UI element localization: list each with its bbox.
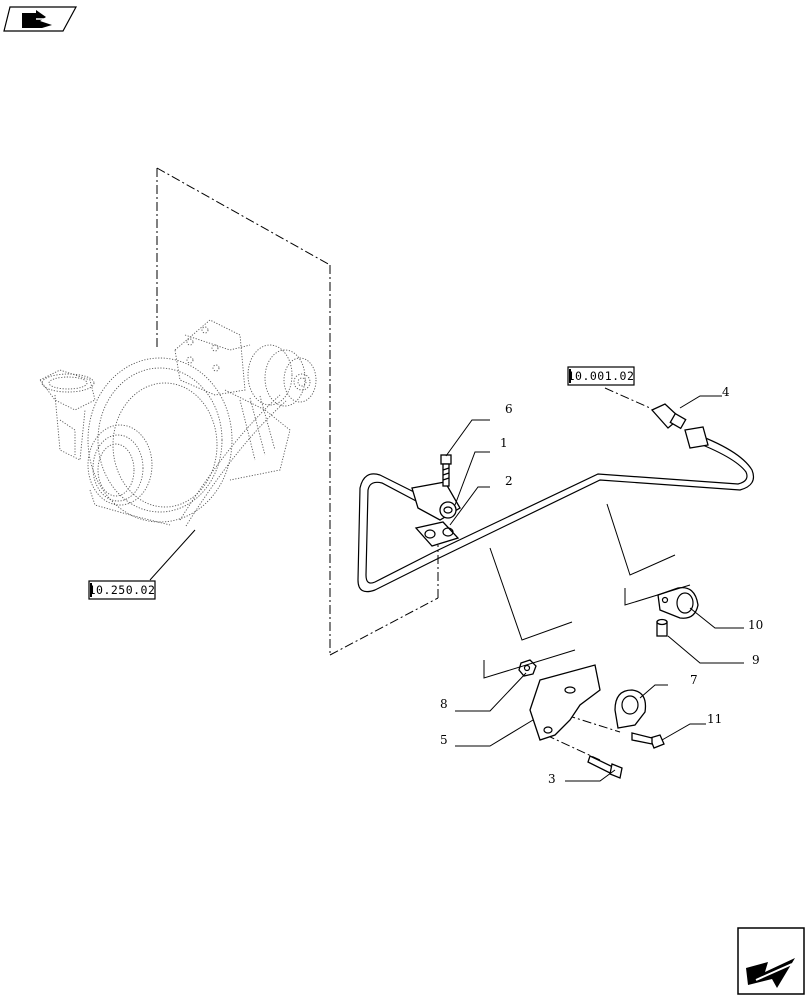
pipe-clip-lower bbox=[614, 689, 647, 729]
spacer-sleeve bbox=[656, 618, 668, 637]
callout-4: 4 bbox=[722, 385, 730, 399]
callout-9: 9 bbox=[752, 653, 760, 667]
next-page-arrow-icon[interactable] bbox=[737, 927, 805, 995]
callout-6: 6 bbox=[505, 402, 513, 416]
reference-label: 10.250.02 bbox=[89, 583, 156, 597]
callout-8: 8 bbox=[440, 697, 448, 711]
oil-feed-pipe bbox=[357, 426, 755, 593]
bracket-screw bbox=[587, 755, 623, 779]
book-arrow-icon[interactable] bbox=[3, 6, 78, 32]
callout-2: 2 bbox=[505, 474, 513, 488]
pipe-flange bbox=[411, 481, 461, 521]
reference-box-pipe[interactable]: 10.001.02 bbox=[567, 366, 635, 386]
callout-3: 3 bbox=[548, 772, 556, 786]
reference-box-turbo[interactable]: 10.250.02 bbox=[88, 580, 156, 600]
hex-nut bbox=[518, 659, 537, 677]
callout-10: 10 bbox=[748, 618, 763, 632]
flange-bolt bbox=[440, 454, 452, 487]
pipe-fitting bbox=[650, 403, 687, 430]
callout-1: 1 bbox=[500, 436, 508, 450]
callout-11: 11 bbox=[707, 712, 722, 726]
clip-screw bbox=[631, 732, 665, 749]
leader-lines bbox=[149, 395, 744, 782]
callout-5: 5 bbox=[440, 733, 448, 747]
support-bracket bbox=[529, 664, 601, 741]
callout-7: 7 bbox=[690, 673, 698, 687]
boundary-lines bbox=[156, 167, 651, 761]
reference-label: 10.001.02 bbox=[568, 369, 635, 383]
turbocharger-assembly bbox=[39, 319, 317, 527]
flange-gasket bbox=[414, 521, 460, 547]
pipe-clip-upper bbox=[657, 586, 699, 619]
